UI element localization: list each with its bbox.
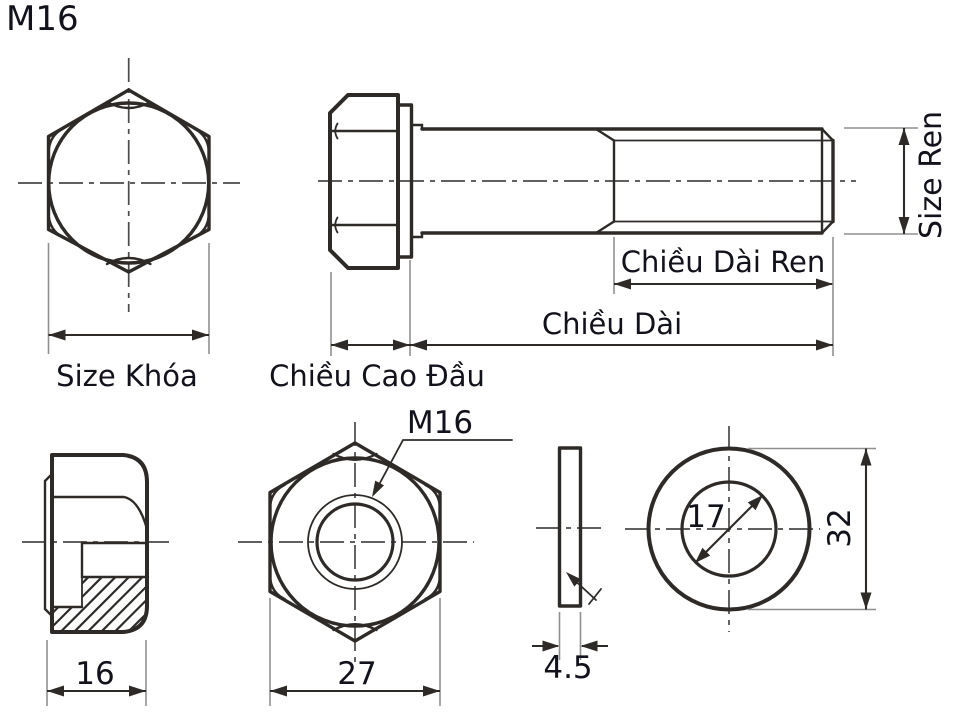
end-chamfer-diagonal xyxy=(820,127,835,142)
leader-tail-tick xyxy=(588,588,602,605)
arrowhead xyxy=(270,685,287,697)
washer-side-view xyxy=(536,446,604,608)
corner-arc xyxy=(47,212,65,239)
top-chamfer-arc xyxy=(332,452,378,461)
arrowhead xyxy=(129,685,146,697)
drawing-title: M16 xyxy=(6,0,79,39)
wrench-size-label: Size Khóa xyxy=(56,359,198,393)
nut-washer-face xyxy=(43,472,54,618)
arrowhead xyxy=(48,329,66,341)
corner-arc xyxy=(193,212,211,239)
thread-length-label: Chiều Dài Ren xyxy=(621,245,826,279)
arrowhead xyxy=(192,329,209,341)
leader-arrowhead xyxy=(566,572,582,587)
washer-outer-diameter-value: 32 xyxy=(822,508,858,547)
dim-washer-outer-diameter: 32 xyxy=(748,447,876,611)
bolt-head-front-view xyxy=(18,58,240,312)
bolt-head-outline xyxy=(328,93,400,270)
thread-major-circle xyxy=(307,494,403,590)
nut-width-value: 27 xyxy=(337,656,376,692)
dim-washer-thickness: 4.5 xyxy=(532,612,608,686)
washer-inner-diameter-value: 17 xyxy=(686,499,725,535)
bottom-chamfer-arc xyxy=(332,623,378,632)
arrowhead xyxy=(860,592,872,610)
hexagon-outline xyxy=(46,88,211,274)
section-hatching xyxy=(52,577,147,631)
washer-front-view: 17 xyxy=(625,426,820,632)
nut-body-outline xyxy=(50,453,149,634)
arrowhead xyxy=(542,640,560,652)
arrowhead xyxy=(580,640,598,652)
bolt-side-view xyxy=(318,93,856,270)
arrowhead xyxy=(695,547,711,563)
end-chamfer-diagonal xyxy=(820,220,835,235)
arrowhead xyxy=(423,685,440,697)
bottom-chamfer-arc xyxy=(105,256,152,266)
corner-arc xyxy=(268,483,286,509)
washer-face xyxy=(396,103,414,259)
arrowhead xyxy=(410,339,427,351)
arrowhead xyxy=(898,128,910,145)
head-height-label: Chiều Cao Đầu xyxy=(269,359,485,393)
corner-arc xyxy=(424,483,442,509)
nut-chamfer-circle xyxy=(269,456,441,628)
arrowhead xyxy=(898,217,910,234)
corner-arc xyxy=(193,127,211,154)
dim-total-length: Chiều Dài xyxy=(409,237,834,356)
arrowhead xyxy=(860,448,872,466)
chamfer-circle xyxy=(46,101,211,265)
thread-runout-bottom xyxy=(594,220,616,235)
arrowhead xyxy=(614,278,631,290)
corner-arc xyxy=(268,575,286,601)
inner-diameter-arrow-line xyxy=(694,494,764,564)
dim-nut-thickness: 16 xyxy=(46,640,147,706)
facet-arc xyxy=(334,122,339,140)
nut-hexagon-outline xyxy=(268,441,442,643)
nut-section-view xyxy=(22,453,172,634)
dim-head-height: Chiều Cao Đầu xyxy=(269,272,485,393)
facet-arc xyxy=(334,216,339,234)
length-label: Chiều Dài xyxy=(542,307,682,341)
bore-step xyxy=(80,541,149,579)
arrowhead xyxy=(816,339,833,351)
thread-size-label: Size Ren xyxy=(914,111,949,239)
dim-wrench-size: Size Khóa xyxy=(47,243,210,393)
nut-thread-label: M16 xyxy=(407,405,473,441)
nut-facet-curve xyxy=(50,495,149,531)
washer-inner-circle xyxy=(680,480,778,578)
dim-thread-size: Size Ren xyxy=(844,111,949,239)
thread-label-leader-line xyxy=(373,439,513,495)
washer-outer-circle xyxy=(646,446,812,612)
top-chamfer-arc xyxy=(105,100,152,110)
washer-profile-outline xyxy=(557,446,583,608)
corner-arc xyxy=(47,127,65,154)
thread-runout-top xyxy=(594,127,616,142)
arrowhead xyxy=(47,685,64,697)
arrowhead xyxy=(331,339,348,351)
arrowhead xyxy=(393,339,410,351)
dim-thread-length: Chiều Dài Ren xyxy=(613,237,833,294)
arrowhead xyxy=(747,495,763,511)
arrowhead xyxy=(816,278,833,290)
washer-thickness-value: 4.5 xyxy=(543,650,592,686)
nut-front-view: M16 xyxy=(238,405,513,664)
leader-arrowhead xyxy=(372,480,384,497)
dim-nut-width: 27 xyxy=(269,598,441,706)
nut-thickness-value: 16 xyxy=(75,656,114,692)
corner-arc xyxy=(424,575,442,601)
thread-minor-circle xyxy=(315,502,395,582)
